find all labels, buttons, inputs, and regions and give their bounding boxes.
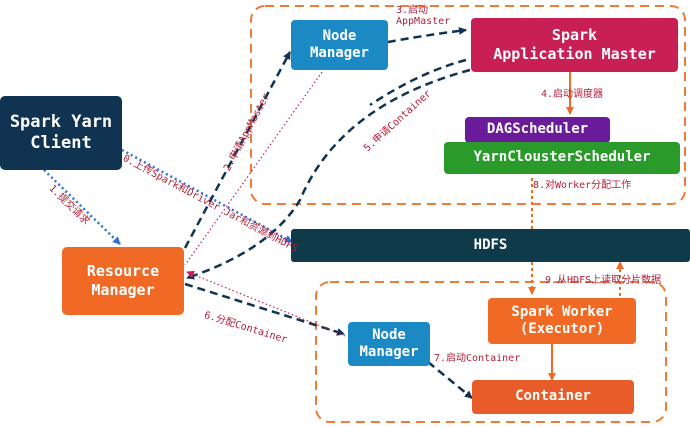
container-node: Container: [472, 380, 634, 414]
edge-step5: [186, 68, 471, 280]
edge-step6: [184, 282, 345, 336]
edge-am-curve: [369, 58, 467, 107]
dag-scheduler-node: DAGScheduler: [465, 117, 610, 143]
edge-label-step8: 8.对Worker分配工作: [533, 180, 632, 191]
upper-cluster-frame: [250, 5, 686, 205]
edge-label-step4: 4.启动调度器: [541, 89, 604, 100]
edge-nm-rm-dotted: [184, 71, 323, 266]
edge-step7: [427, 361, 473, 399]
edge-label-step9: 9.从HDFS上读取分片数据: [545, 275, 662, 286]
node-manager-bottom-node: Node Manager: [348, 322, 430, 366]
edge-step3: [387, 26, 467, 44]
edge-step0: [121, 148, 293, 244]
edge-label-step7: 7.启动Container: [434, 353, 521, 364]
edge-step1: [43, 169, 121, 245]
node-manager-top-node: Node Manager: [291, 20, 388, 70]
resource-manager-node: Resource Manager: [62, 247, 184, 315]
spark-yarn-client-node: Spark Yarn Client: [0, 96, 122, 170]
lower-cluster-frame: [315, 281, 667, 423]
spark-worker-node: Spark Worker (Executor): [488, 298, 636, 344]
hdfs-node: HDFS: [291, 229, 690, 262]
edge-step2: [183, 51, 292, 249]
yarn-scheduler-node: YarnClousterScheduler: [444, 142, 680, 174]
application-master-node: Spark Application Master: [471, 18, 678, 72]
edge-label-step3: 3.启动 AppMaster: [396, 5, 451, 27]
edge-nm-rm-dotted-lower: [186, 270, 346, 337]
